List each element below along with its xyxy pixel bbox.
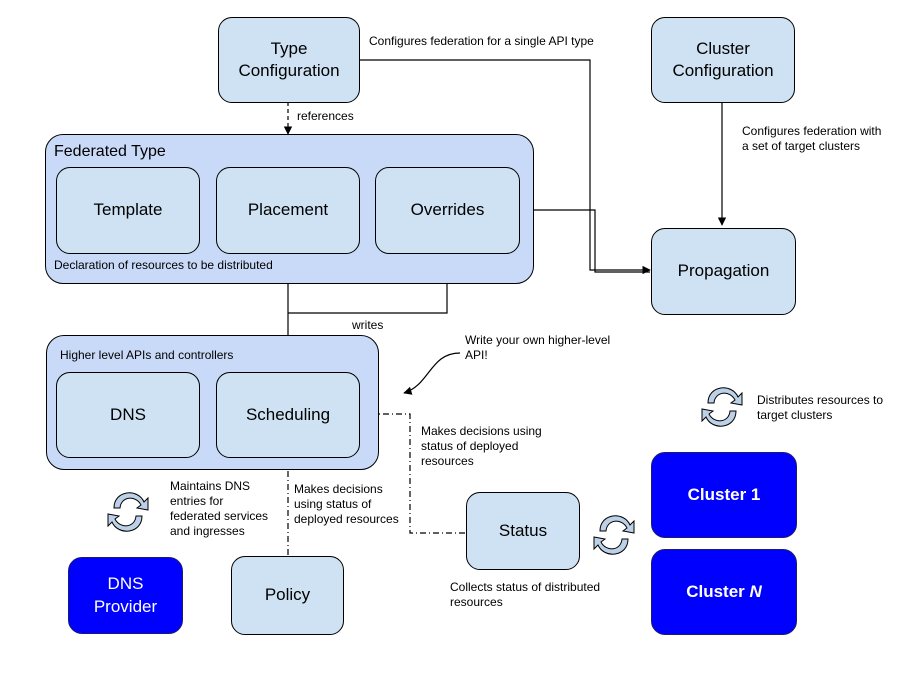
policy-box: Policy [231, 556, 344, 635]
cluster-1-box: Cluster 1 [651, 452, 797, 538]
configures-single-connector [360, 59, 651, 275]
propagation-label: Propagation [677, 261, 770, 281]
scheduling-label: Scheduling [245, 404, 331, 424]
writes-label: writes [352, 318, 384, 332]
write-own-curved-arrow [403, 352, 461, 395]
federated-type-title: Federated Type [54, 143, 166, 160]
federated-type-caption: Declaration of resources to be distribut… [54, 258, 273, 272]
write-own-label: Write your own higher-level API! [465, 333, 611, 362]
status-label: Status [498, 520, 548, 540]
status-decisions-label: Makes decisions using status of deployed… [421, 424, 542, 468]
dns-label: DNS [110, 404, 146, 424]
cluster-n-prefix: Cluster [686, 581, 750, 601]
dns-box: DNS [56, 372, 200, 458]
policy-decisions-label: Makes decisions using status of deployed… [294, 482, 399, 526]
cluster-1-label: Cluster 1 [687, 484, 761, 504]
maintains-dns-label: Maintains DNS entries for federated serv… [170, 479, 269, 538]
collects-status-label: Collects status of distributed resources [450, 580, 601, 609]
cluster-configuration-box: Cluster Configuration [651, 17, 795, 103]
status-box: Status [466, 492, 580, 570]
configures-single-label: Configures federation for a single API t… [369, 34, 594, 48]
overrides-box: Overrides [375, 167, 520, 254]
distributes-label: Distributes resources to target clusters [757, 393, 884, 422]
references-label: references [297, 109, 354, 123]
placement-label: Placement [247, 200, 329, 220]
template-label: Template [93, 200, 163, 220]
template-box: Template [56, 167, 200, 254]
placement-box: Placement [216, 167, 360, 254]
status-to-scheduling-connector [359, 409, 465, 534]
dns-provider-label: DNS Provider [93, 574, 158, 616]
configures-set-label: Configures federation with a set of targ… [742, 124, 882, 153]
policy-label: Policy [264, 585, 311, 605]
cluster-configuration-label: Cluster Configuration [672, 38, 774, 80]
higher-level-title: Higher level APIs and controllers [60, 348, 234, 362]
cluster-n-label: Cluster N [686, 581, 762, 603]
cycle-arrows-icon [701, 387, 743, 427]
cluster-n-box: Cluster N [651, 549, 797, 635]
scheduling-box: Scheduling [216, 372, 360, 458]
propagation-box: Propagation [651, 228, 796, 315]
cycle-arrows-icon [593, 515, 635, 555]
type-configuration-box: Type Configuration [218, 17, 360, 103]
cluster-n-suffix: N [749, 581, 762, 601]
dns-provider-box: DNS Provider [68, 557, 183, 634]
type-configuration-label: Type Configuration [238, 38, 340, 80]
federated-to-propagation-connector [533, 209, 650, 273]
cycle-arrows-icon [107, 492, 149, 532]
overrides-label: Overrides [410, 200, 485, 220]
